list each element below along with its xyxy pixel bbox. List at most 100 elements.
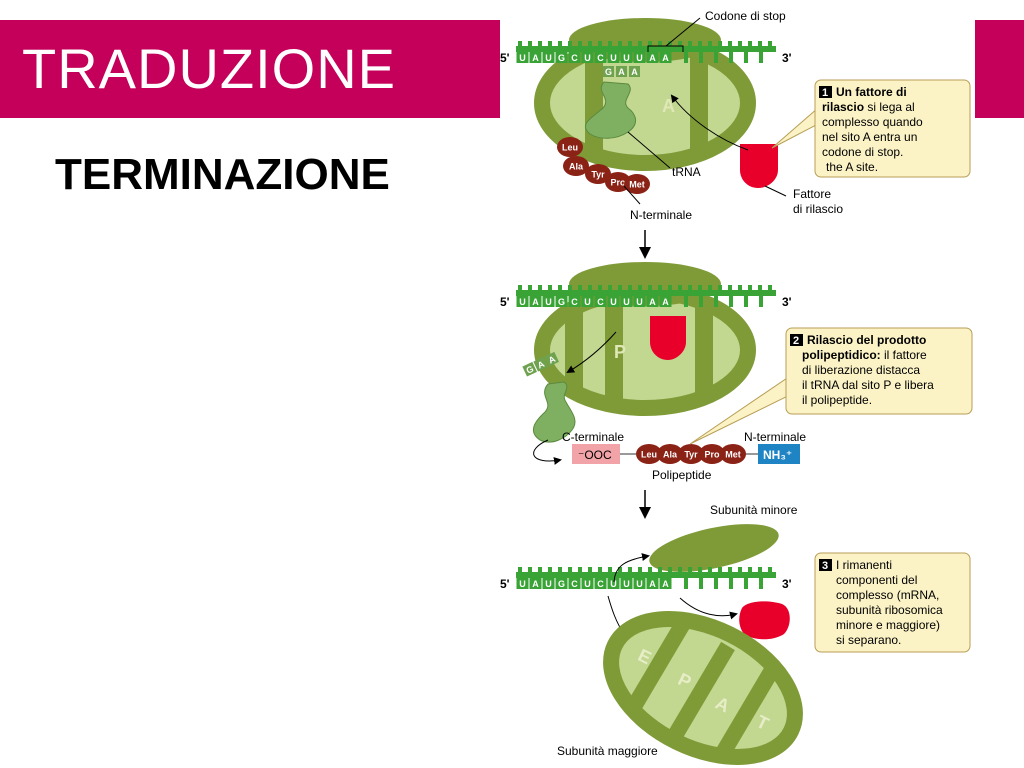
step1-release-factor-label-1: Fattore bbox=[793, 187, 831, 201]
large-subunit-label: Subunità maggiore bbox=[557, 744, 658, 758]
step2-release-factor bbox=[650, 316, 686, 360]
step1-callout bbox=[814, 79, 971, 178]
anticodon-base: A bbox=[536, 359, 547, 371]
step2-five-prime: 5' bbox=[500, 295, 510, 309]
cooh-box bbox=[572, 444, 620, 464]
step3-callout-line2: componenti del bbox=[836, 573, 917, 587]
mrna-codon-base: U bbox=[584, 579, 591, 589]
step3-release-factor bbox=[739, 601, 790, 640]
mrna-codon-base: U bbox=[519, 297, 526, 307]
mrna-codon-base: C bbox=[597, 53, 604, 63]
step2-three-prime: 3' bbox=[782, 295, 792, 309]
mrna-codon-base: A bbox=[532, 297, 539, 307]
mrna-codon-base: U bbox=[623, 297, 630, 307]
amino-acid-label: Met bbox=[725, 450, 741, 460]
amino-acid-label: Met bbox=[629, 180, 645, 190]
amino-acid-label: Pro bbox=[704, 450, 720, 460]
page-title: TRADUZIONE bbox=[22, 37, 396, 100]
step3-three-prime: 3' bbox=[782, 577, 792, 591]
amino-acid bbox=[699, 444, 725, 464]
mrna-codon-base: A bbox=[532, 579, 539, 589]
amino-acid bbox=[563, 156, 589, 176]
mrna-codon-base: G bbox=[558, 53, 565, 63]
svg-text:polipeptidico: il fattore: polipeptidico: il fattore bbox=[802, 348, 927, 362]
mrna-codon-base: A bbox=[662, 297, 669, 307]
step2-callout-number: 2 bbox=[793, 335, 799, 347]
mrna-codon-base: U bbox=[636, 53, 643, 63]
mrna-codon-base: U bbox=[545, 53, 552, 63]
mrna-codon-base: C bbox=[571, 297, 578, 307]
mrna-codon-base: C bbox=[597, 579, 604, 589]
step1-callout-line4: nel sito A entra un bbox=[822, 130, 917, 144]
amino-acid bbox=[636, 444, 662, 464]
step2-callout-line3: di liberazione distacca bbox=[802, 363, 920, 377]
amino-acid bbox=[657, 444, 683, 464]
title-banner bbox=[0, 20, 500, 118]
step2-callout bbox=[785, 327, 973, 415]
mrna-codon-base: U bbox=[636, 579, 643, 589]
step3-callout-line4: subunità ribosomica bbox=[836, 603, 943, 617]
amino-acid-label: Ala bbox=[569, 162, 584, 172]
mrna-codon-base: U bbox=[584, 297, 591, 307]
step2-callout-line1: Rilascio del prodotto bbox=[807, 333, 926, 347]
amino-acid bbox=[720, 444, 746, 464]
step3-five-prime: 5' bbox=[500, 577, 510, 591]
mrna-codon-base: G bbox=[558, 297, 565, 307]
mrna-codon-base: A bbox=[649, 297, 656, 307]
c-terminal-label: C-terminale bbox=[562, 430, 624, 444]
step1-callout-line1: Un fattore di bbox=[836, 85, 907, 99]
amino-acid-label: Ala bbox=[663, 450, 678, 460]
step3-callout-line3: complesso (mRNA, bbox=[836, 588, 939, 602]
mrna-codon-base: U bbox=[610, 297, 617, 307]
mrna-codon-base: U bbox=[610, 579, 617, 589]
mrna-codon-base: A bbox=[662, 53, 669, 63]
cooh-label: ⁻OOC bbox=[578, 448, 612, 462]
mrna-codon-base: C bbox=[571, 53, 578, 63]
amino-acid-label: Leu bbox=[562, 143, 578, 153]
polypeptide-label: Polipeptide bbox=[652, 468, 712, 482]
mrna-codon-base: U bbox=[519, 53, 526, 63]
amino-acid bbox=[557, 137, 583, 157]
mrna-codon-base: G bbox=[558, 579, 565, 589]
mrna-codon-base: A bbox=[649, 579, 656, 589]
step1-callout-number: 1 bbox=[822, 87, 828, 99]
anticodon-base: A bbox=[618, 67, 625, 77]
anticodon-base: G bbox=[525, 364, 536, 376]
step1-three-prime: 3' bbox=[782, 51, 792, 65]
step1-site-a: A bbox=[662, 96, 675, 116]
step3-callout-number: 3 bbox=[822, 560, 828, 572]
step3-callout-line1: I rimanenti bbox=[836, 558, 892, 572]
step3-callout-line5: minore e maggiore) bbox=[836, 618, 940, 632]
step2-callout-line4: il tRNA dal sito P e libera bbox=[802, 378, 934, 392]
nh3-box bbox=[758, 444, 800, 464]
amino-acid bbox=[585, 164, 611, 184]
step2-site-p: P bbox=[614, 342, 626, 362]
step1-callout-line3: complesso quando bbox=[822, 115, 923, 129]
anticodon-base: G bbox=[605, 67, 612, 77]
step1-callout-line2-rest: si lega al bbox=[864, 100, 915, 114]
step2-callout-line5: il polipeptide. bbox=[802, 393, 872, 407]
small-subunit-label: Subunità minore bbox=[710, 503, 798, 517]
mrna-codon-base: U bbox=[636, 297, 643, 307]
step1-subunit-stripe bbox=[690, 43, 708, 163]
step1-release-factor bbox=[740, 144, 778, 188]
mrna-codon-base: U bbox=[623, 579, 630, 589]
nh3-label: NH₃⁺ bbox=[763, 448, 792, 462]
step3-callout-line6: si separano. bbox=[836, 633, 901, 647]
step1-trna-label: tRNA bbox=[672, 165, 701, 179]
stop-codon-label: Codone di stop bbox=[705, 9, 786, 23]
step2-callout-line2-rest: il fattore bbox=[881, 348, 927, 362]
step3-callout bbox=[814, 552, 971, 653]
mrna-codon-base: A bbox=[649, 53, 656, 63]
title-banner-right bbox=[975, 20, 1024, 118]
amino-acid bbox=[678, 444, 704, 464]
